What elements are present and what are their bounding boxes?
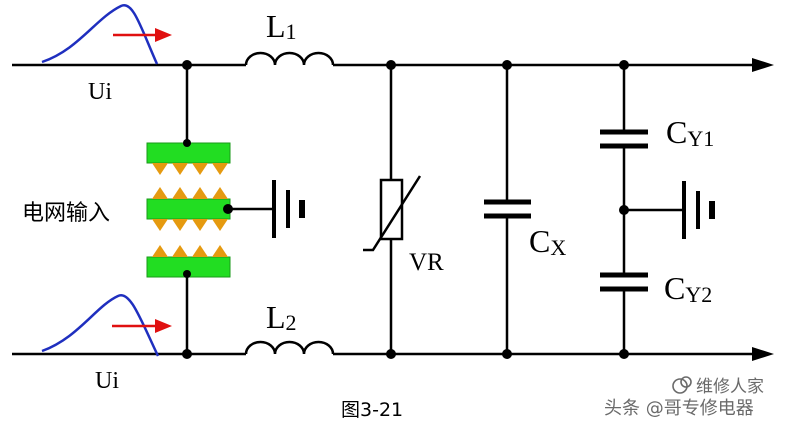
inductor-l1 [244,51,335,66]
label-l2-subscript: 2 [286,310,297,335]
label-cy2-subscript: Y2 [685,282,712,307]
label-cx-subscript: X [550,235,566,260]
watermark-logo-icon [672,376,692,394]
label-cy1: CY1 [666,114,714,151]
ground-symbol-right-icon [682,181,715,239]
propagation-arrow-bottom-icon [112,319,172,333]
propagation-arrow-top-icon [113,28,172,42]
bottom-rail-arrowhead [752,347,774,361]
capacitor-cy2 [600,272,648,354]
label-cy2: CY2 [664,270,712,307]
label-cx: CX [529,223,566,260]
label-l1-subscript: 1 [286,19,297,44]
watermark-site: 维修人家 [696,377,764,397]
inductor-l2 [244,340,335,355]
label-vr: VR [409,249,444,276]
junction-dots [182,60,629,359]
varistor-vr [363,65,422,354]
label-cy1-subscript: Y1 [687,126,714,151]
capacitor-cx [484,65,531,354]
watermark-author: 头条 @哥专修电器 [604,398,754,419]
top-rail-arrowhead [752,58,774,72]
capacitor-cy1 [600,65,648,275]
figure-caption: 图3-21 [341,399,403,421]
label-ui-top: Ui [88,79,112,105]
ground-symbol-left-icon [272,180,305,238]
label-grid-input: 电网输入 [22,201,110,226]
discharge-gap [146,65,272,354]
label-l1: L1 [266,8,297,44]
watermark: 维修人家 头条 @哥专修电器 [604,376,764,419]
label-l2: L2 [266,299,297,335]
label-ui-bottom: Ui [95,368,119,394]
input-pulse-top-wave-icon [41,3,159,65]
